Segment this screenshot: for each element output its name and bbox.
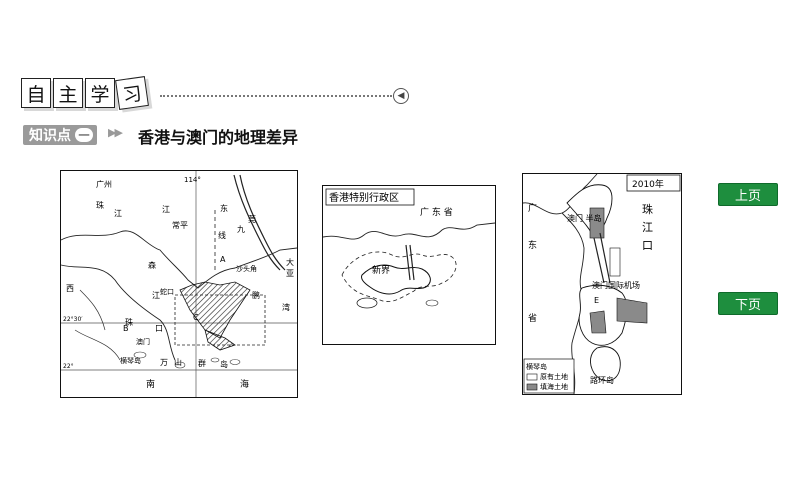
next-page-button[interactable]: 下页 — [718, 292, 778, 315]
label-xi: 西 — [66, 284, 74, 293]
label-new-territories: 新界 — [372, 264, 390, 276]
point-c: C — [193, 313, 199, 322]
label-dao: 岛 — [220, 359, 228, 369]
label-shekou: 蛇口 — [160, 287, 174, 296]
label-jiang2: 江 — [152, 291, 160, 300]
label-pearl: 珠 — [96, 200, 104, 210]
label-changping: 常平 — [172, 221, 188, 230]
label-shan: 山 — [174, 357, 182, 367]
label-river: 江 — [114, 209, 122, 218]
label-line: 线 — [218, 230, 226, 240]
label-jiang: 江 — [162, 205, 170, 214]
label-sheng: 省 — [528, 312, 537, 324]
label-guang: 广 — [528, 202, 537, 214]
label-kou: 口 — [155, 324, 163, 333]
point-b: B — [123, 324, 129, 333]
knowledge-point-number: 一 — [75, 128, 93, 142]
label-guangzhou: 广州 — [96, 179, 112, 189]
section-char: 习 — [115, 76, 149, 110]
label-zhu3: 珠 — [642, 202, 653, 216]
knowledge-point-label: 知识点 — [29, 128, 71, 144]
label-ya: 亚 — [286, 269, 294, 278]
label-macau: 澳门 — [136, 337, 150, 346]
double-arrow-icon: ▶▶ — [108, 126, 123, 139]
label-coloane: 路环岛 — [590, 375, 614, 385]
label-sen: 森 — [148, 260, 156, 270]
label-longitude: 114° — [184, 176, 201, 184]
label-sea: 海 — [240, 378, 249, 390]
label-zhu: 珠 — [125, 317, 133, 327]
label-jiu: 九 — [237, 225, 245, 234]
arrow-left-icon: ◀ — [393, 88, 409, 104]
label-peng: 鹏 — [252, 290, 260, 300]
label-wan: 湾 — [282, 302, 290, 312]
map2-title: 香港特别行政区 — [329, 191, 399, 204]
label-lat1: 22°30′ — [63, 316, 83, 323]
label-lat2: 22° — [63, 363, 74, 370]
label-hengqin: 横琴岛 — [120, 356, 141, 365]
hong-kong-sar-map: 香港特别行政区 广 东 省 新界 — [322, 185, 496, 345]
label-hengqin3: 横琴岛 — [526, 362, 547, 371]
prev-page-button[interactable]: 上页 — [718, 183, 778, 206]
legend-original-land: 原有土地 — [540, 372, 568, 381]
section-char: 自 — [21, 78, 51, 108]
label-da: 大 — [286, 257, 294, 267]
label-dong3: 东 — [528, 239, 537, 251]
label-airport: 澳门国际机场 — [592, 280, 640, 290]
label-south: 南 — [146, 378, 155, 390]
legend-reclaimed-land: 填海土地 — [540, 382, 568, 391]
macau-2010-map: 2010年 广 东 省 珠 江 口 澳门 半岛 澳门国际机场 E 路环岛 横琴岛… — [522, 173, 682, 395]
label-wan2: 万 — [160, 358, 168, 367]
map3-year: 2010年 — [632, 178, 664, 190]
pearl-river-delta-map: 广州 珠 江 江 常平 东 莞 线 九 森 江 西 蛇口 沙头角 大 亚 鹏 湾… — [60, 170, 298, 398]
section-char: 学 — [85, 78, 115, 108]
label-shatoujiao: 沙头角 — [236, 264, 257, 273]
label-jiang3: 江 — [642, 221, 653, 234]
section-header: 自 主 学 习 — [21, 76, 149, 110]
label-guan: 莞 — [248, 214, 256, 224]
label-dong: 东 — [220, 203, 228, 213]
label-province: 广 东 省 — [420, 206, 453, 218]
knowledge-point-title: 香港与澳门的地理差异 — [138, 128, 299, 147]
label-qun: 群 — [198, 358, 206, 368]
section-char: 主 — [53, 78, 83, 108]
dotted-divider — [160, 95, 392, 97]
knowledge-point-badge: 知识点 一 — [23, 125, 97, 145]
point-a: A — [220, 255, 226, 264]
label-kou3: 口 — [642, 239, 653, 252]
label-macau-peninsula: 澳门 半岛 — [567, 213, 602, 223]
label-e: E — [594, 296, 599, 305]
